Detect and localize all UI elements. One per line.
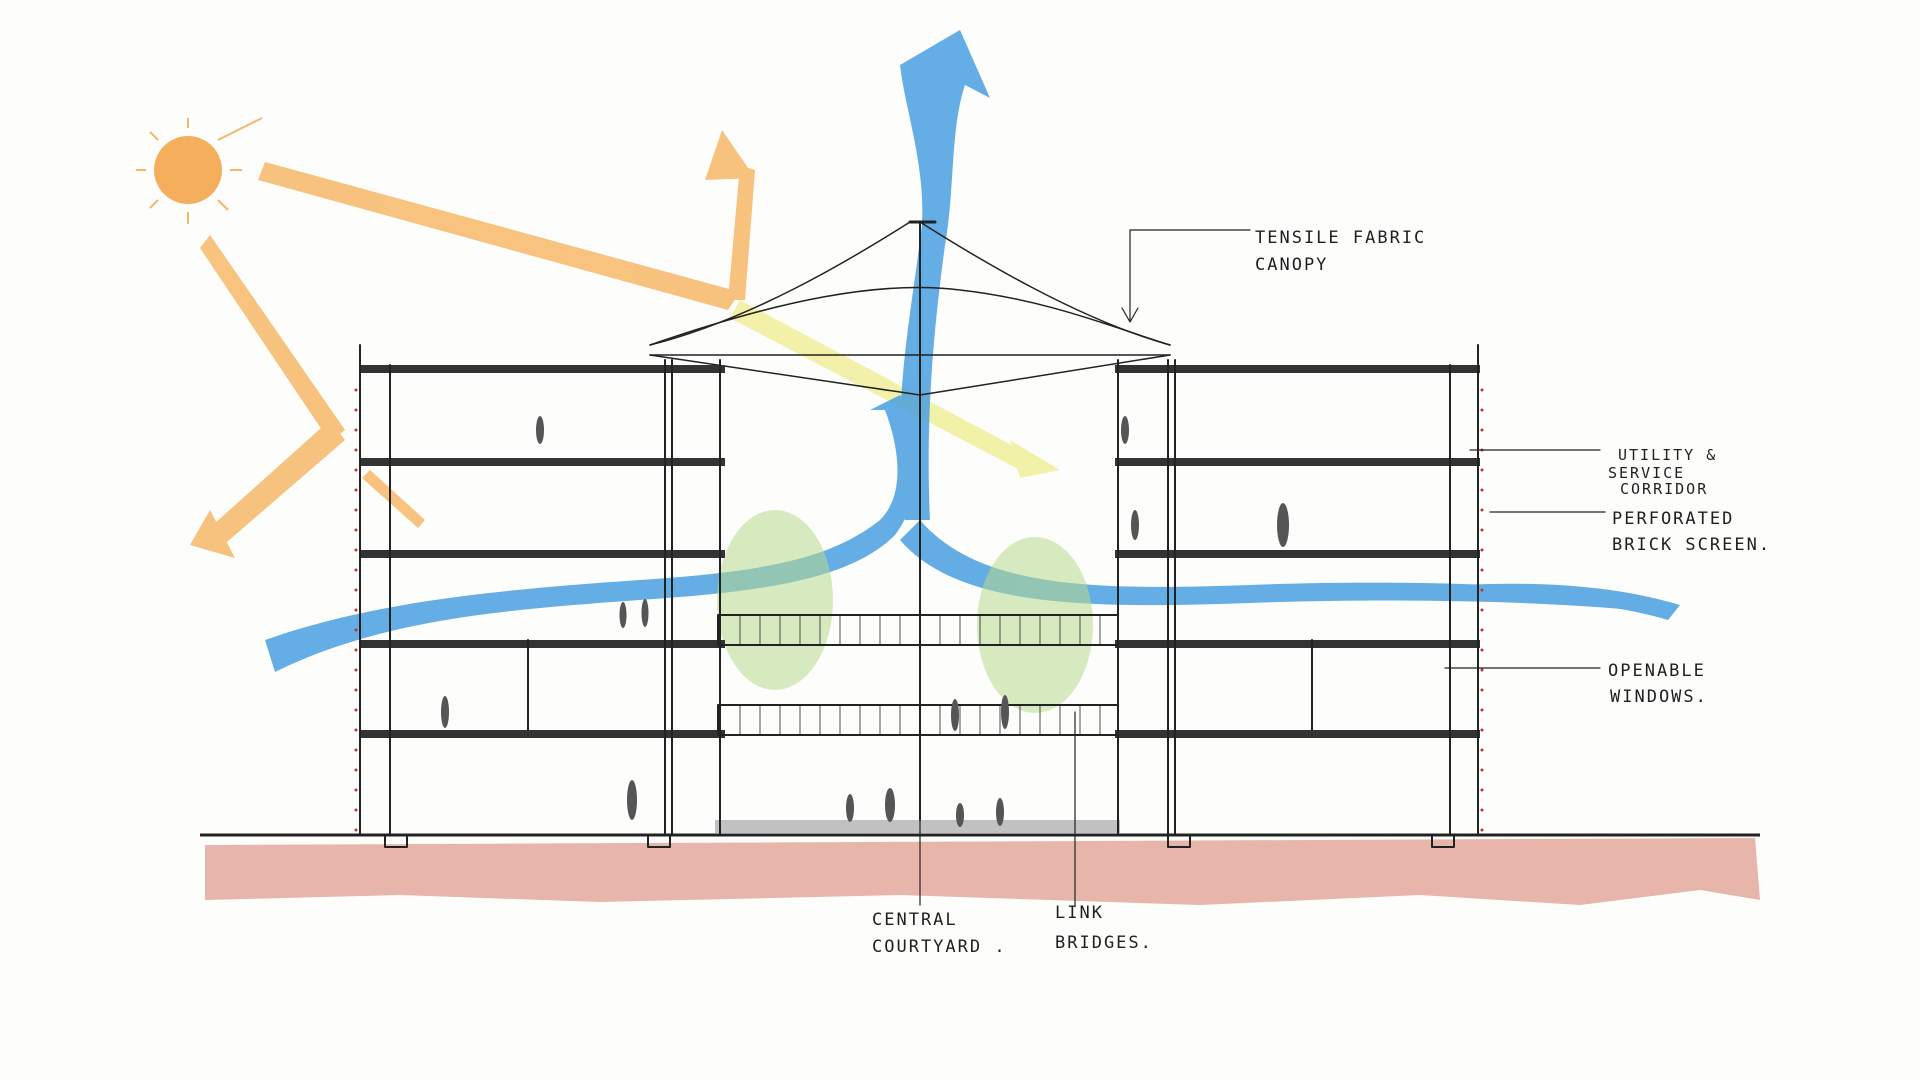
sun-icon xyxy=(136,117,263,224)
label-bridges-line2: BRIDGES. xyxy=(1055,933,1153,953)
label-utility-line3: CORRIDOR xyxy=(1620,480,1708,498)
ground xyxy=(200,820,1760,905)
tensile-canopy xyxy=(649,220,1171,821)
label-openable-line1: OPENABLE xyxy=(1608,661,1706,681)
label-utility-line1: UTILITY & xyxy=(1618,446,1717,464)
label-courtyard-line1: CENTRAL xyxy=(872,910,958,930)
perforated-brick-screen xyxy=(354,388,358,832)
label-perforated-line1: PERFORATED xyxy=(1612,509,1734,529)
label-courtyard-line2: COURTYARD . xyxy=(872,937,1007,957)
label-utility-line2: SERVICE xyxy=(1608,464,1685,482)
reflected-light-arrow xyxy=(730,300,1060,478)
leader-lines xyxy=(919,229,1606,906)
person-figure xyxy=(441,416,1289,827)
label-openable-line2: WINDOWS. xyxy=(1610,687,1708,707)
label-tensile-line2: CANOPY xyxy=(1255,255,1328,275)
airflow-arrow xyxy=(265,30,1680,672)
label-perforated-line2: BRICK SCREEN. xyxy=(1612,535,1771,555)
label-tensile-line1: TENSILE FABRIC xyxy=(1255,228,1426,248)
right-building xyxy=(1115,344,1484,848)
left-building xyxy=(354,344,725,848)
link-bridges xyxy=(717,614,1119,736)
label-bridges-line1: LINK xyxy=(1055,903,1104,923)
sunlight-arrow xyxy=(190,130,755,558)
